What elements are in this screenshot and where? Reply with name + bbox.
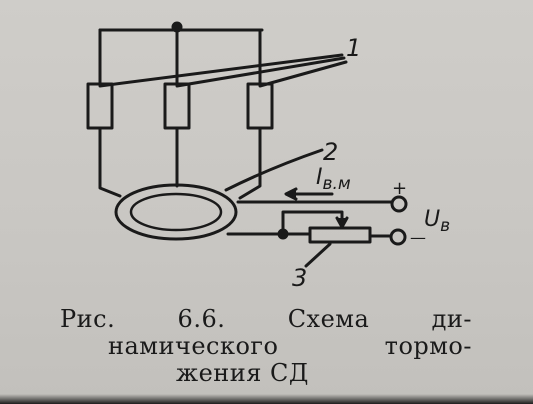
plus-sign: + — [392, 178, 407, 199]
leader-1-to-left — [98, 53, 344, 88]
resistor-middle — [163, 82, 191, 130]
caption-line-2: намического тормо- — [108, 332, 472, 360]
voltage-symbol: U — [424, 207, 440, 232]
label-2: 2 — [323, 138, 338, 166]
caption-line-3: жения СД — [176, 359, 309, 387]
minus-sign: — — [410, 228, 426, 247]
caption-line-1: Рис. 6.6. Схема ди- — [60, 305, 472, 333]
right-lower-wire — [238, 126, 262, 200]
label-3: 3 — [292, 264, 307, 292]
current-symbol: I — [316, 165, 323, 190]
stator-inner-ring — [129, 192, 223, 232]
slider-arrowhead — [335, 216, 349, 229]
leader-3 — [304, 242, 332, 268]
minus-terminal — [389, 228, 407, 246]
current-arrowhead — [284, 187, 298, 201]
left-lower-wire — [98, 126, 122, 198]
plus-terminal — [390, 195, 408, 213]
leader-1-to-middle — [175, 56, 346, 88]
figure-caption: Рис. 6.6. Схема ди- намического тормо- ж… — [60, 306, 480, 387]
resistor-right — [246, 82, 274, 130]
voltage-label: Uв — [424, 207, 450, 236]
current-label: Iв.м — [316, 165, 351, 194]
resistor-left — [86, 82, 114, 130]
current-subscript: в.м — [323, 174, 351, 194]
leader-1-to-right — [258, 60, 348, 88]
stator-outer-ring — [114, 183, 238, 241]
voltage-subscript: в — [440, 216, 450, 236]
rheostat-body — [308, 226, 372, 244]
label-1: 1 — [346, 34, 361, 62]
leader-2 — [224, 148, 324, 192]
rheostat-slider — [281, 210, 344, 236]
